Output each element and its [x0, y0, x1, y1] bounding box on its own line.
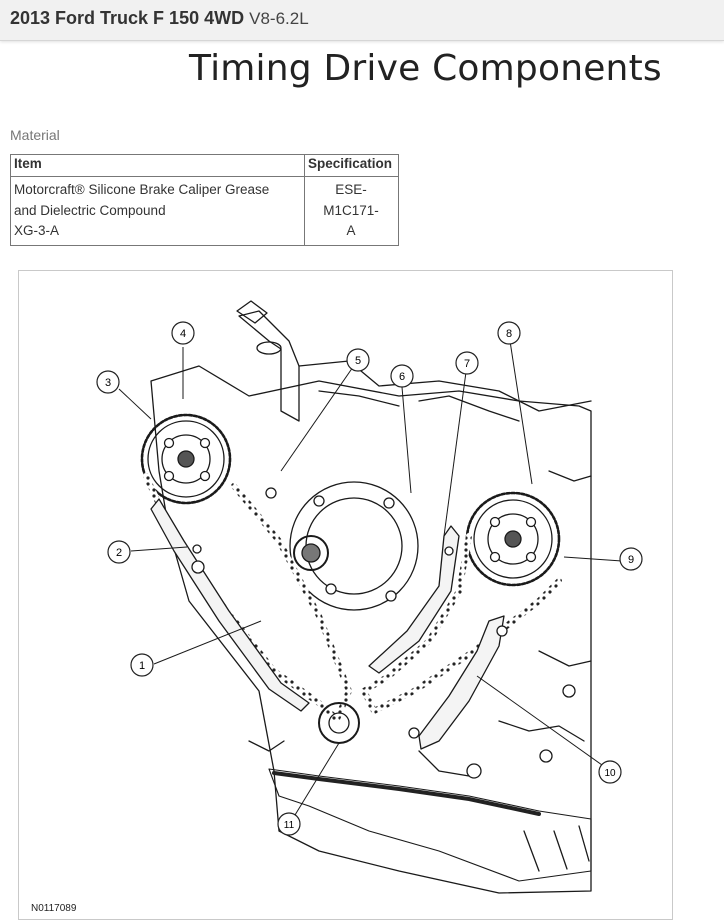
- callout-8: 8: [497, 321, 521, 345]
- vehicle-model: 2013 Ford Truck F 150 4WD: [10, 8, 245, 28]
- material-section-label: Material: [10, 127, 60, 143]
- callout-7: 7: [455, 351, 479, 375]
- callout-1-label: 1: [139, 660, 145, 672]
- timing-drive-illustration: 1 2 3 4 5 6 7 8 9 10 11 N0117089: [18, 270, 673, 920]
- oil-pan: [268, 768, 592, 882]
- callout-2-label: 2: [116, 547, 122, 559]
- right-timing-chain: [361, 533, 562, 714]
- coolant-tube: [238, 310, 300, 422]
- right-chain-guide: [368, 525, 460, 674]
- callout-8-label: 8: [506, 328, 512, 340]
- callout-6-label: 6: [399, 371, 405, 383]
- spec-line: A: [346, 223, 356, 238]
- callout-3: 3: [96, 370, 120, 394]
- header-bar: 2013 Ford Truck F 150 4WD V8-6.2L: [0, 0, 724, 41]
- callout-5: 5: [346, 348, 370, 372]
- callout-1: 1: [130, 653, 154, 677]
- leader-lines: [118, 340, 623, 816]
- callout-9: 9: [619, 547, 643, 571]
- vehicle-title: 2013 Ford Truck F 150 4WD V8-6.2L: [10, 8, 309, 29]
- left-timing-chain: [143, 473, 352, 722]
- figure-id: N0117089: [31, 903, 77, 914]
- callout-11-label: 11: [284, 820, 295, 831]
- callout-4: 4: [171, 321, 195, 345]
- callout-2: 2: [107, 540, 131, 564]
- specification-cell: ESE-M1C171- A: [304, 176, 399, 246]
- engine-block-outline: [150, 365, 592, 894]
- callout-4-label: 4: [180, 328, 186, 340]
- material-table: Item Specification Motorcraft® Silicone …: [10, 154, 399, 246]
- callout-10: 10: [598, 760, 622, 784]
- column-header-specification: Specification: [304, 154, 399, 177]
- engine-diagram: 1 2 3 4 5 6 7 8 9 10 11: [96, 300, 643, 894]
- callouts: 1 2 3 4 5 6 7 8 9 10 11: [96, 321, 643, 836]
- item-line: XG-3-A: [14, 223, 60, 238]
- callout-10-label: 10: [604, 768, 616, 779]
- callout-5-label: 5: [355, 355, 361, 367]
- callout-6: 6: [390, 364, 414, 388]
- callout-11: 11: [277, 812, 301, 836]
- callout-9-label: 9: [628, 554, 634, 566]
- right-cam-sprocket: [465, 491, 561, 587]
- left-cam-sprocket: [140, 413, 232, 505]
- table-row: Motorcraft® Silicone Brake Caliper Greas…: [10, 176, 399, 246]
- water-pump: [289, 481, 419, 611]
- spec-line: ESE-M1C171-: [323, 182, 379, 218]
- item-line: and Dielectric Compound: [14, 202, 166, 218]
- left-chain-guide: [150, 498, 310, 712]
- item-line: Motorcraft® Silicone Brake Caliper Greas…: [14, 182, 270, 197]
- item-cell: Motorcraft® Silicone Brake Caliper Greas…: [10, 176, 305, 246]
- column-header-item: Item: [10, 154, 305, 177]
- callout-7-label: 7: [464, 358, 470, 370]
- table-header-row: Item Specification: [10, 154, 399, 177]
- callout-3-label: 3: [105, 377, 111, 389]
- vehicle-engine: V8-6.2L: [249, 9, 309, 28]
- page-title: Timing Drive Components: [189, 48, 662, 89]
